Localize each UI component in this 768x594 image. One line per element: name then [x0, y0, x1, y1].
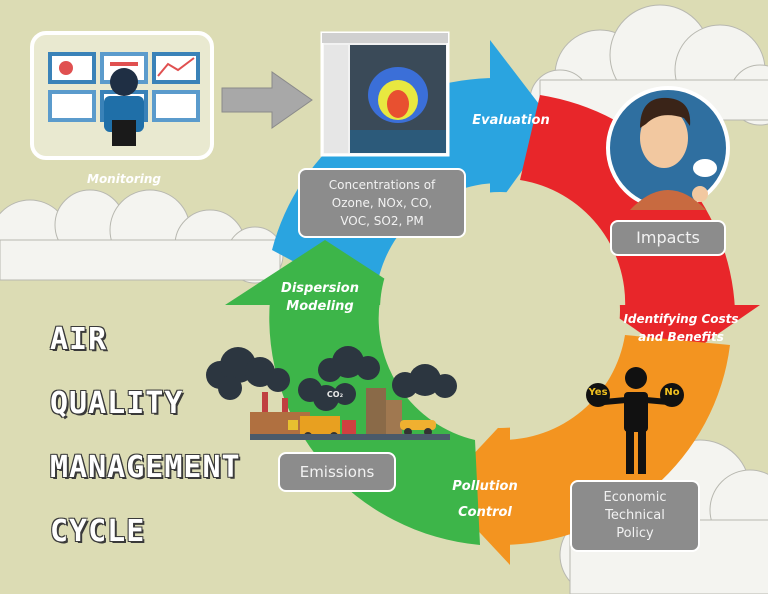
- pollution-control-label: Pollution Control: [440, 474, 530, 526]
- identifying-costs-line2: and Benefits: [638, 330, 724, 344]
- no-sign: No: [664, 387, 680, 398]
- emissions-illustration: [206, 346, 457, 440]
- economic-technical-policy-box: Economic Technical Policy: [570, 480, 700, 552]
- concentrations-line1: Concentrations of: [328, 178, 436, 192]
- yes-sign: Yes: [588, 387, 608, 398]
- impacts-text: Impacts: [636, 228, 700, 247]
- monitoring-arrow: [221, 71, 313, 129]
- cloud-left: [0, 189, 284, 284]
- impacts-box: Impacts: [610, 220, 726, 256]
- dispersion-modeling-line2: Modeling: [286, 299, 354, 314]
- title-air: AIR: [50, 322, 108, 357]
- ring-segment-red: [520, 95, 735, 310]
- identifying-costs-line1: Identifying Costs: [623, 312, 739, 326]
- policy-line: Policy: [616, 526, 654, 541]
- decision-person-illustration: [586, 367, 684, 474]
- arrow-head-blue: [490, 40, 555, 215]
- evaluation-label: Evaluation: [472, 113, 550, 128]
- monitoring-illustration: [30, 31, 214, 160]
- map-screenshot: [320, 31, 450, 157]
- arrow-head-green: [225, 240, 425, 305]
- concentrations-box: Concentrations of Ozone, NOx, CO, VOC, S…: [298, 168, 466, 238]
- title-quality: QUALITY: [50, 386, 184, 421]
- pollution-control-line2: Control: [458, 505, 512, 520]
- title-cycle: CYCLE: [50, 514, 146, 549]
- emissions-text: Emissions: [299, 463, 375, 481]
- concentrations-line3: VOC, SO2, PM: [340, 214, 424, 228]
- dispersion-modeling-line1: Dispersion: [281, 281, 359, 296]
- technical-line: Technical: [605, 508, 665, 523]
- pollution-control-line1: Pollution: [452, 479, 518, 494]
- ring-center: [380, 192, 620, 428]
- co2-cloud-label: CO₂: [326, 390, 344, 399]
- monitoring-label: Monitoring: [87, 172, 161, 186]
- title-management: MANAGEMENT: [50, 450, 241, 485]
- impacts-person-illustration: [606, 86, 730, 210]
- identifying-costs-label: Identifying Costs and Benefits: [616, 310, 746, 346]
- emissions-box: Emissions: [278, 452, 396, 492]
- dispersion-modeling-label: Dispersion Modeling: [270, 280, 370, 316]
- arrow-head-red: [600, 305, 760, 360]
- economic-line: Economic: [603, 490, 667, 505]
- concentrations-line2: Ozone, NOx, CO,: [331, 196, 433, 210]
